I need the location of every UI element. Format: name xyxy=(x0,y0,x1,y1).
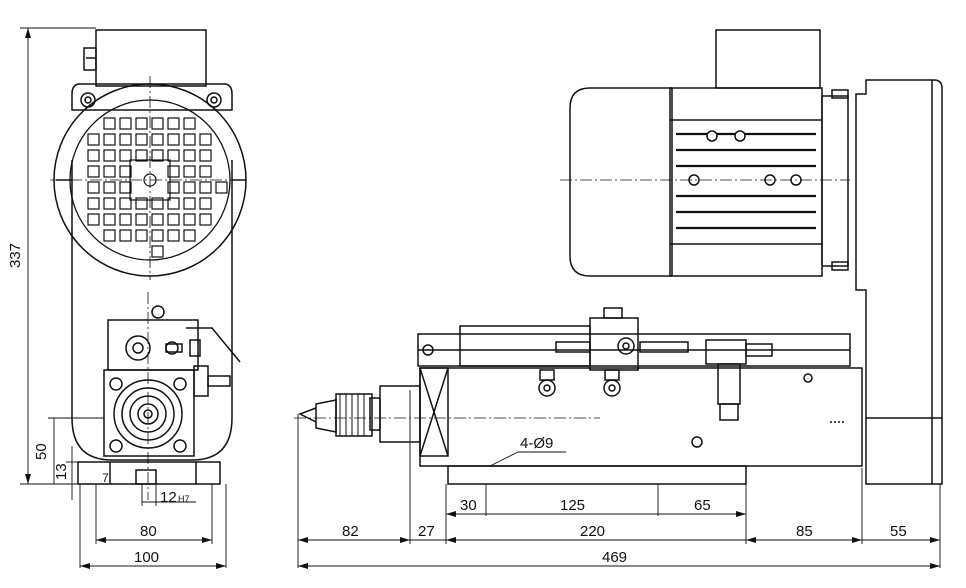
dim-50: 50 xyxy=(33,443,50,460)
fan-vent xyxy=(119,149,132,162)
fan-vent xyxy=(151,149,164,162)
fan-vent xyxy=(167,165,180,178)
fan-vent xyxy=(167,181,180,194)
fan-vent xyxy=(167,213,180,226)
fan-vent xyxy=(135,197,148,210)
fan-vent xyxy=(183,149,196,162)
dim-30: 30 xyxy=(460,497,477,514)
dim-220: 220 xyxy=(580,523,605,540)
fan-vent xyxy=(119,117,132,130)
fan-vent xyxy=(135,213,148,226)
fan-vent xyxy=(87,181,100,194)
fan-vent xyxy=(199,197,212,210)
fan-vent xyxy=(87,213,100,226)
fan-vent xyxy=(135,133,148,146)
dimension-lines xyxy=(20,27,941,568)
center-lines xyxy=(50,76,850,500)
fan-vent xyxy=(151,245,164,258)
fan-vent xyxy=(119,181,132,194)
fan-vent xyxy=(199,165,212,178)
fan-vent xyxy=(215,181,228,194)
fan-vent xyxy=(151,197,164,210)
fan-vent xyxy=(199,133,212,146)
fan-vent xyxy=(119,133,132,146)
side-feed-block xyxy=(589,317,639,371)
fan-vent xyxy=(119,165,132,178)
fan-vent xyxy=(135,117,148,130)
side-terminal-box xyxy=(715,29,821,89)
dim-65: 65 xyxy=(694,497,711,514)
dim-holes: 4-Ø9 xyxy=(520,435,553,452)
fan-vent xyxy=(167,117,180,130)
dim-469: 469 xyxy=(602,549,627,566)
dim-27: 27 xyxy=(418,523,435,540)
fan-vent xyxy=(183,133,196,146)
fan-vent xyxy=(87,133,100,146)
fan-vent xyxy=(183,229,196,242)
dim-80: 80 xyxy=(140,523,157,540)
fan-vent xyxy=(183,181,196,194)
side-quill xyxy=(379,385,421,443)
dim-337: 337 xyxy=(7,243,24,268)
fan-vent xyxy=(103,117,116,130)
fan-vent xyxy=(167,133,180,146)
fan-vent xyxy=(119,197,132,210)
fan-vent xyxy=(199,181,212,194)
fan-vent xyxy=(135,229,148,242)
fan-vent xyxy=(87,149,100,162)
fan-vent xyxy=(167,229,180,242)
front-base xyxy=(77,461,221,485)
dim-12: 12 xyxy=(160,489,177,506)
fan-vent xyxy=(103,229,116,242)
side-motor-endcap xyxy=(569,87,673,277)
side-gearbox xyxy=(855,79,943,485)
fan-vent xyxy=(103,181,116,194)
dim-13: 13 xyxy=(53,463,70,480)
fan-vent xyxy=(135,149,148,162)
dim-82: 82 xyxy=(342,523,359,540)
side-view xyxy=(298,29,943,485)
fan-vent xyxy=(151,133,164,146)
fan-vent xyxy=(119,229,132,242)
dim-h7: H7 xyxy=(178,494,190,504)
front-housing xyxy=(71,160,233,461)
front-fan-grid xyxy=(87,117,228,258)
fan-vent xyxy=(167,197,180,210)
front-feed-box xyxy=(107,319,199,371)
fan-vent xyxy=(183,197,196,210)
front-spindle-housing xyxy=(103,369,195,457)
dim-55: 55 xyxy=(890,523,907,540)
fan-vent xyxy=(183,117,196,130)
fan-vent xyxy=(151,229,164,242)
fan-vent xyxy=(151,117,164,130)
fan-vent xyxy=(151,213,164,226)
front-terminal-box xyxy=(95,29,207,87)
fan-vent xyxy=(119,213,132,226)
fan-vent xyxy=(183,165,196,178)
side-chuck xyxy=(335,393,373,437)
fan-vent xyxy=(103,133,116,146)
fan-vent xyxy=(103,213,116,226)
fan-vent xyxy=(183,213,196,226)
fan-vent xyxy=(103,197,116,210)
fan-vent xyxy=(199,213,212,226)
fan-vent xyxy=(167,149,180,162)
dim-7: 7 xyxy=(102,471,109,485)
side-slide-body xyxy=(419,367,863,467)
dim-100: 100 xyxy=(134,549,159,566)
fan-vent xyxy=(103,149,116,162)
dim-125: 125 xyxy=(560,497,585,514)
fan-vent xyxy=(87,197,100,210)
fan-vent xyxy=(103,165,116,178)
fan-vent xyxy=(199,149,212,162)
fan-vent xyxy=(87,165,100,178)
dim-85: 85 xyxy=(796,523,813,540)
